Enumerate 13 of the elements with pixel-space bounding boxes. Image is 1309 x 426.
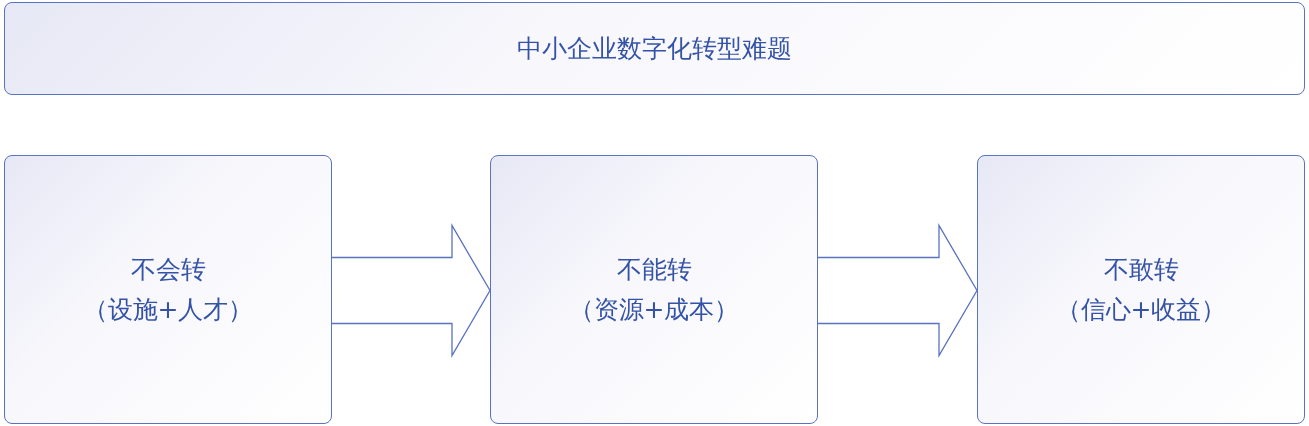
box-heading: 不会转 (130, 253, 206, 286)
box-subtext: （信心+收益） (1055, 293, 1227, 326)
box-heading: 不敢转 (1103, 253, 1179, 286)
box-heading: 不能转 (616, 253, 692, 286)
block-arrow (817, 223, 978, 358)
title-text: 中小企业数字化转型难题 (517, 32, 792, 65)
box-subtext: （资源+成本） (568, 293, 740, 326)
block-arrow (331, 223, 491, 358)
category-box (4, 155, 332, 424)
category-box (490, 155, 818, 424)
category-box (977, 155, 1305, 424)
box-subtext: （设施+人才） (82, 293, 254, 326)
title-box (4, 2, 1305, 95)
